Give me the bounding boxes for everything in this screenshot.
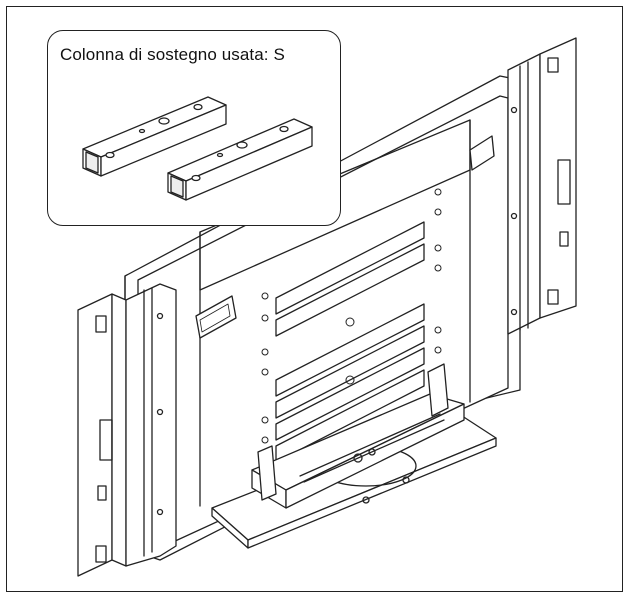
callout-title: Colonna di sostegno usata: S — [60, 45, 285, 64]
tv-back-panel — [124, 75, 521, 561]
screw-holes — [261, 188, 442, 444]
left-speaker — [77, 283, 177, 577]
vent-slots — [275, 221, 425, 463]
support-column-pieces — [82, 96, 313, 201]
right-speaker — [507, 37, 577, 335]
stand-bracket — [251, 363, 465, 509]
callout-box: Colonna di sostegno usata: S — [47, 30, 341, 226]
